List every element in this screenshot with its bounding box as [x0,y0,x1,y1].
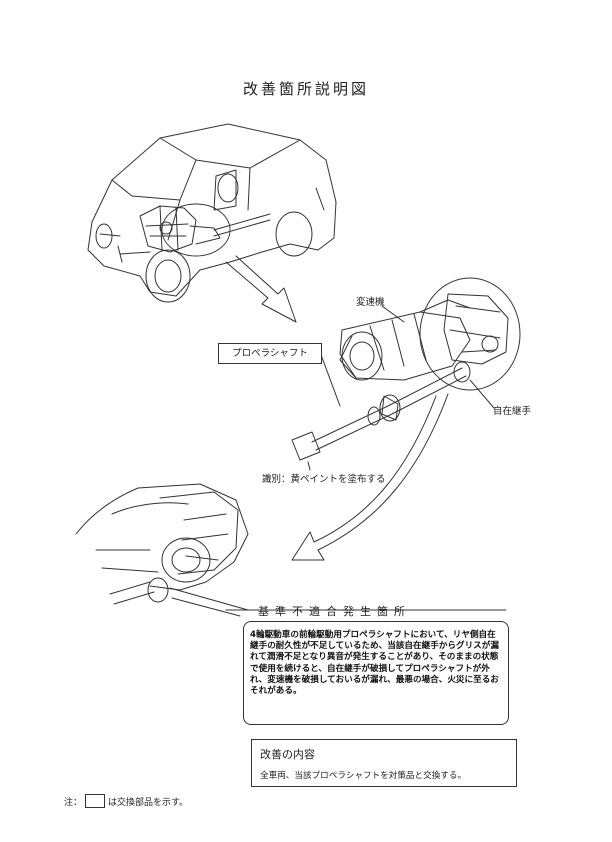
page-title: 改善箇所説明図 [242,80,369,98]
remedy-heading: 改善の内容 [260,748,315,761]
transfer-label: 変速機 [356,297,385,308]
engine-block [117,203,271,263]
wheels [95,173,313,303]
legend-note: 注： は交換部品を示す。 [64,794,188,808]
transmission-assembly [339,299,471,381]
van-outline [87,123,337,297]
noncompliance-heading: 基準不適合発生箇所 [258,605,411,618]
remedy-text: 全車両、当該プロペラシャフトを対策品と交換する。 [260,771,467,781]
legend-prefix: 注： [64,797,83,808]
propeller-shaft [291,361,471,461]
remedy-box: 改善の内容 全車両、当該プロペラシャフトを対策品と交換する。 [251,739,517,787]
universal-joint-label: 自在継手 [493,406,532,417]
propeller-shaft-label: プロペラシャフト [218,343,322,364]
defect-description-box: 4輪駆動車の前輪駆動用プロペラシャフトにおいて、リヤ側自在継手の耐久性が不足して… [243,621,509,725]
leader-lines [307,305,495,471]
defect-description: 4輪駆動車の前輪駆動用プロペラシャフトにおいて、リヤ側自在継手の耐久性が不足して… [250,630,499,697]
legend-suffix: は交換部品を示す。 [108,797,189,808]
identification-label: 識別：黄ペイントを塗布する [262,474,386,485]
arrow-to-detail [225,255,297,323]
arrow-to-closeup [291,393,449,561]
closeup-joint [75,483,249,617]
detail-zoom-circle [419,277,521,391]
legend-swatch [85,794,106,808]
